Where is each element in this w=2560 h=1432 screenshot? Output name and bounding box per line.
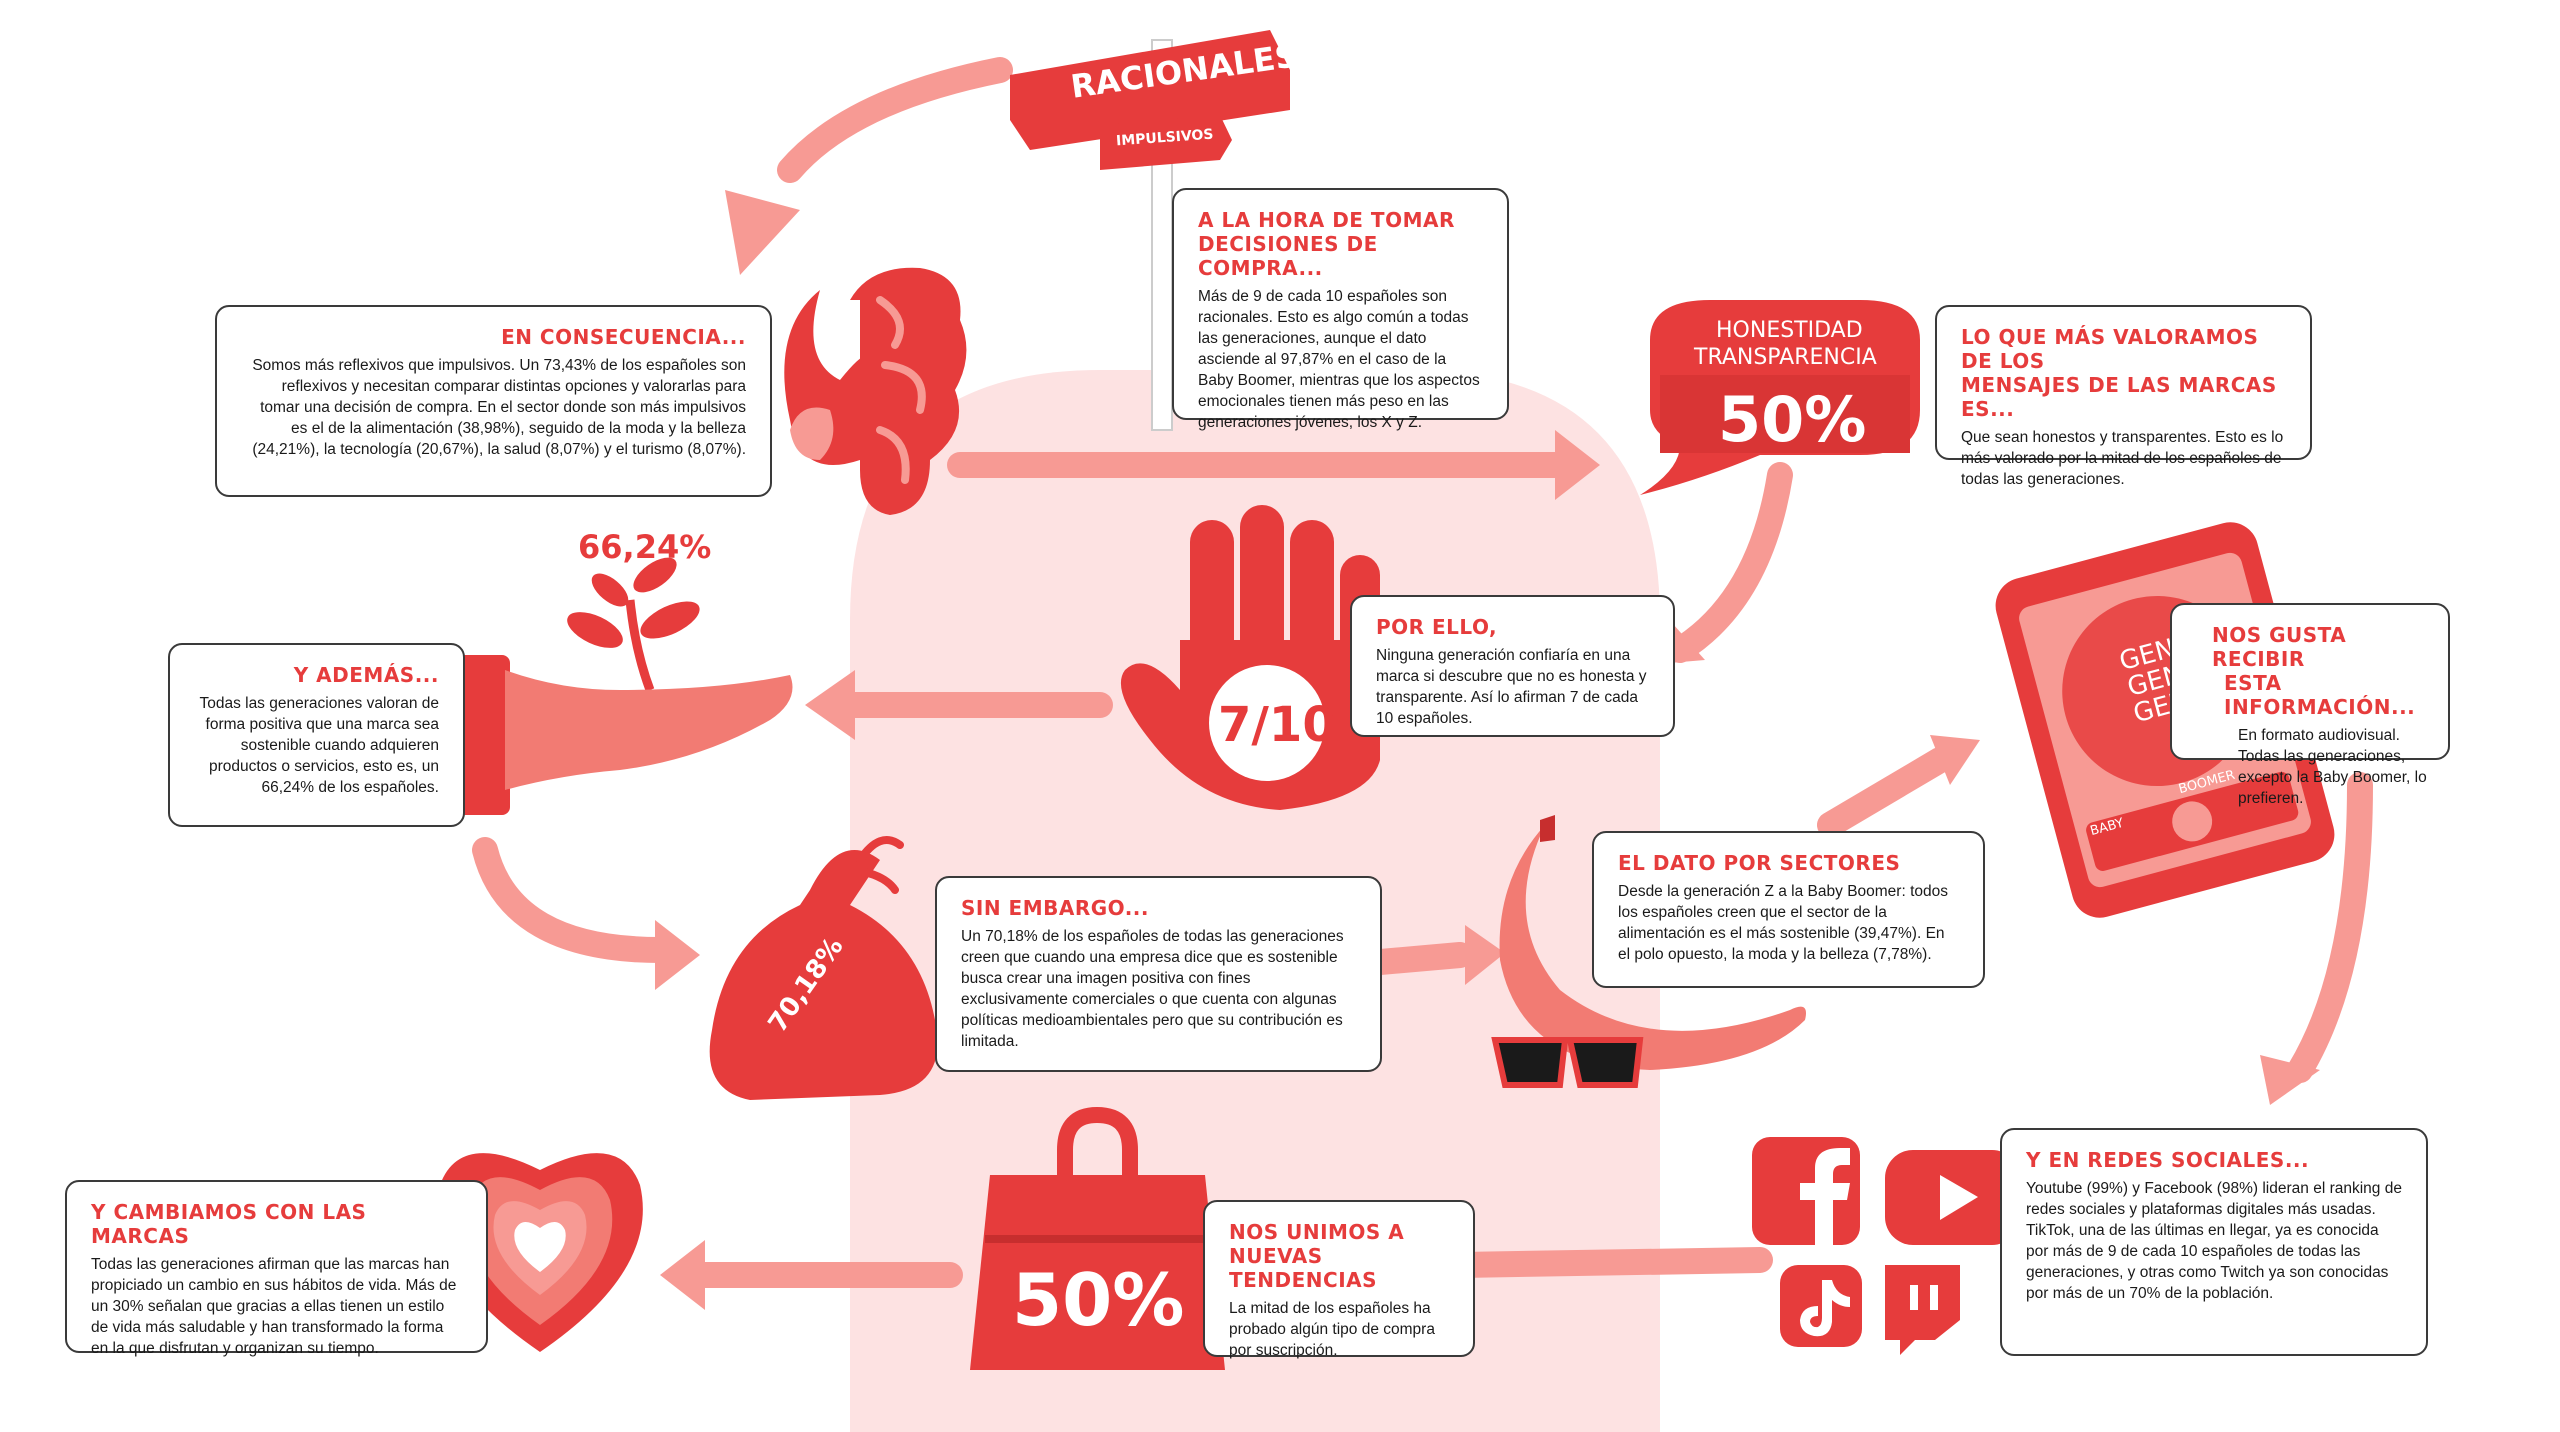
plant-percent: 66,24% <box>578 528 712 566</box>
consecuencia-title: EN CONSECUENCIA... <box>501 325 746 349</box>
informacion-title-1: NOS GUSTA RECIBIR <box>2212 623 2347 671</box>
youtube-icon <box>1885 1150 2020 1245</box>
arrowhead-banana <box>1465 925 1505 985</box>
arrowhead-bubble <box>1555 430 1600 500</box>
valoramos-title-2: MENSAJES DE LAS MARCAS ES... <box>1961 373 2277 421</box>
bubble-line-2: TRANSPARENCIA <box>1694 345 1877 370</box>
arrow-plant-to-garbage <box>472 837 673 963</box>
porello-card: POR ELLO, Ninguna generación confiaría e… <box>1350 595 1675 737</box>
arrow-bubble-to-hand <box>1667 462 1793 663</box>
sunglasses-icon <box>1491 1037 1644 1088</box>
redes-title: Y EN REDES SOCIALES... <box>2026 1148 2310 1172</box>
porello-title: POR ELLO, <box>1376 615 1498 639</box>
decisiones-title-2: DECISIONES DE COMPRA... <box>1198 232 1378 280</box>
plant-in-hand-icon <box>450 557 793 815</box>
ademas-title: Y ADEMÁS... <box>293 663 439 687</box>
arrow-banana-to-phone <box>1817 747 1953 838</box>
redes-text: Youtube (99%) y Facebook (98%) lideran e… <box>2026 1180 2402 1302</box>
tendencias-title-2: NUEVAS TENDENCIAS <box>1229 1244 1378 1292</box>
shopping-bag-icon <box>970 1106 1225 1370</box>
garbage-bag-icon <box>709 836 938 1100</box>
hand-icon <box>1120 505 1380 810</box>
bubble-value: 50% <box>1718 383 1867 456</box>
valoramos-text: Que sean honestos y transparentes. Esto … <box>1961 429 2284 488</box>
informacion-title-2: ESTA INFORMACIÓN... <box>2224 671 2416 719</box>
sinembargo-title: SIN EMBARGO... <box>961 896 1150 920</box>
twitch-icon <box>1885 1265 1960 1355</box>
arrowhead-plant <box>805 670 855 740</box>
decisiones-title-1: A LA HORA DE TOMAR <box>1198 208 1455 232</box>
informacion-text: En formato audiovisual. Todas las genera… <box>2238 727 2427 807</box>
arrow-signpost-to-brain <box>777 57 1013 183</box>
sectores-card: EL DATO POR SECTORES Desde la generación… <box>1592 831 1985 988</box>
tiktok-icon <box>1780 1265 1862 1347</box>
facebook-icon <box>1752 1137 1860 1245</box>
ademas-text: Todas las generaciones valoran de forma … <box>199 695 439 796</box>
sectores-text: Desde la generación Z a la Baby Boomer: … <box>1618 883 1948 963</box>
marcas-card: Y CAMBIAMOS CON LAS MARCAS Todas las gen… <box>65 1180 488 1357</box>
valoramos-card: LO QUE MÁS VALORAMOS DE LOS MENSAJES DE … <box>1935 305 2312 488</box>
valoramos-title-1: LO QUE MÁS VALORAMOS DE LOS <box>1961 325 2259 373</box>
arrowhead-brain <box>725 190 800 275</box>
redes-card: Y EN REDES SOCIALES... Youtube (99%) y F… <box>2000 1128 2428 1356</box>
porello-text: Ninguna generación confiaría en una marc… <box>1376 647 1647 727</box>
tendencias-text: La mitad de los españoles ha probado alg… <box>1229 1300 1435 1359</box>
sinembargo-card: SIN EMBARGO... Un 70,18% de los españole… <box>935 876 1382 1072</box>
arrowhead-phone <box>1930 735 1980 785</box>
arrow-social-to-bag <box>1447 1247 1773 1278</box>
hand-value: 7/10 <box>1218 697 1336 753</box>
decisiones-text: Más de 9 de cada 10 españoles son racion… <box>1198 288 1480 431</box>
arrowhead-heart <box>660 1240 705 1310</box>
consecuencia-card: EN CONSECUENCIA... Somos más reflexivos … <box>215 305 772 497</box>
marcas-title: Y CAMBIAMOS CON LAS MARCAS <box>91 1200 367 1248</box>
heart-icon <box>437 1153 643 1352</box>
tendencias-card: NOS UNIMOS A NUEVAS TENDENCIAS La mitad … <box>1203 1200 1475 1359</box>
speech-bubble-icon <box>1640 300 1920 495</box>
bubble-line-1: HONESTIDAD <box>1716 318 1863 343</box>
tendencias-title-1: NOS UNIMOS A <box>1229 1220 1405 1244</box>
marcas-text: Todas las generaciones afirman que las m… <box>91 1256 457 1357</box>
arrowhead-garbage <box>655 920 700 990</box>
consecuencia-text: Somos más reflexivos que impulsivos. Un … <box>252 357 746 458</box>
sectores-title: EL DATO POR SECTORES <box>1618 851 1901 875</box>
banana-icon <box>1499 815 1806 1070</box>
arrowhead-social <box>2260 1055 2320 1105</box>
brain-icon <box>784 267 967 515</box>
decisiones-card: A LA HORA DE TOMAR DECISIONES DE COMPRA.… <box>1172 188 1509 431</box>
shopping-bag-value: 50% <box>1012 1258 1185 1342</box>
ademas-card: Y ADEMÁS... Todas las generaciones valor… <box>168 643 465 827</box>
informacion-card: NOS GUSTA RECIBIR ESTA INFORMACIÓN... En… <box>2170 603 2450 807</box>
sinembargo-text: Un 70,18% de los españoles de todas las … <box>961 928 1344 1050</box>
signpost-sub-sign <box>1100 115 1232 170</box>
arrow-phone-to-social <box>2287 772 2373 1083</box>
